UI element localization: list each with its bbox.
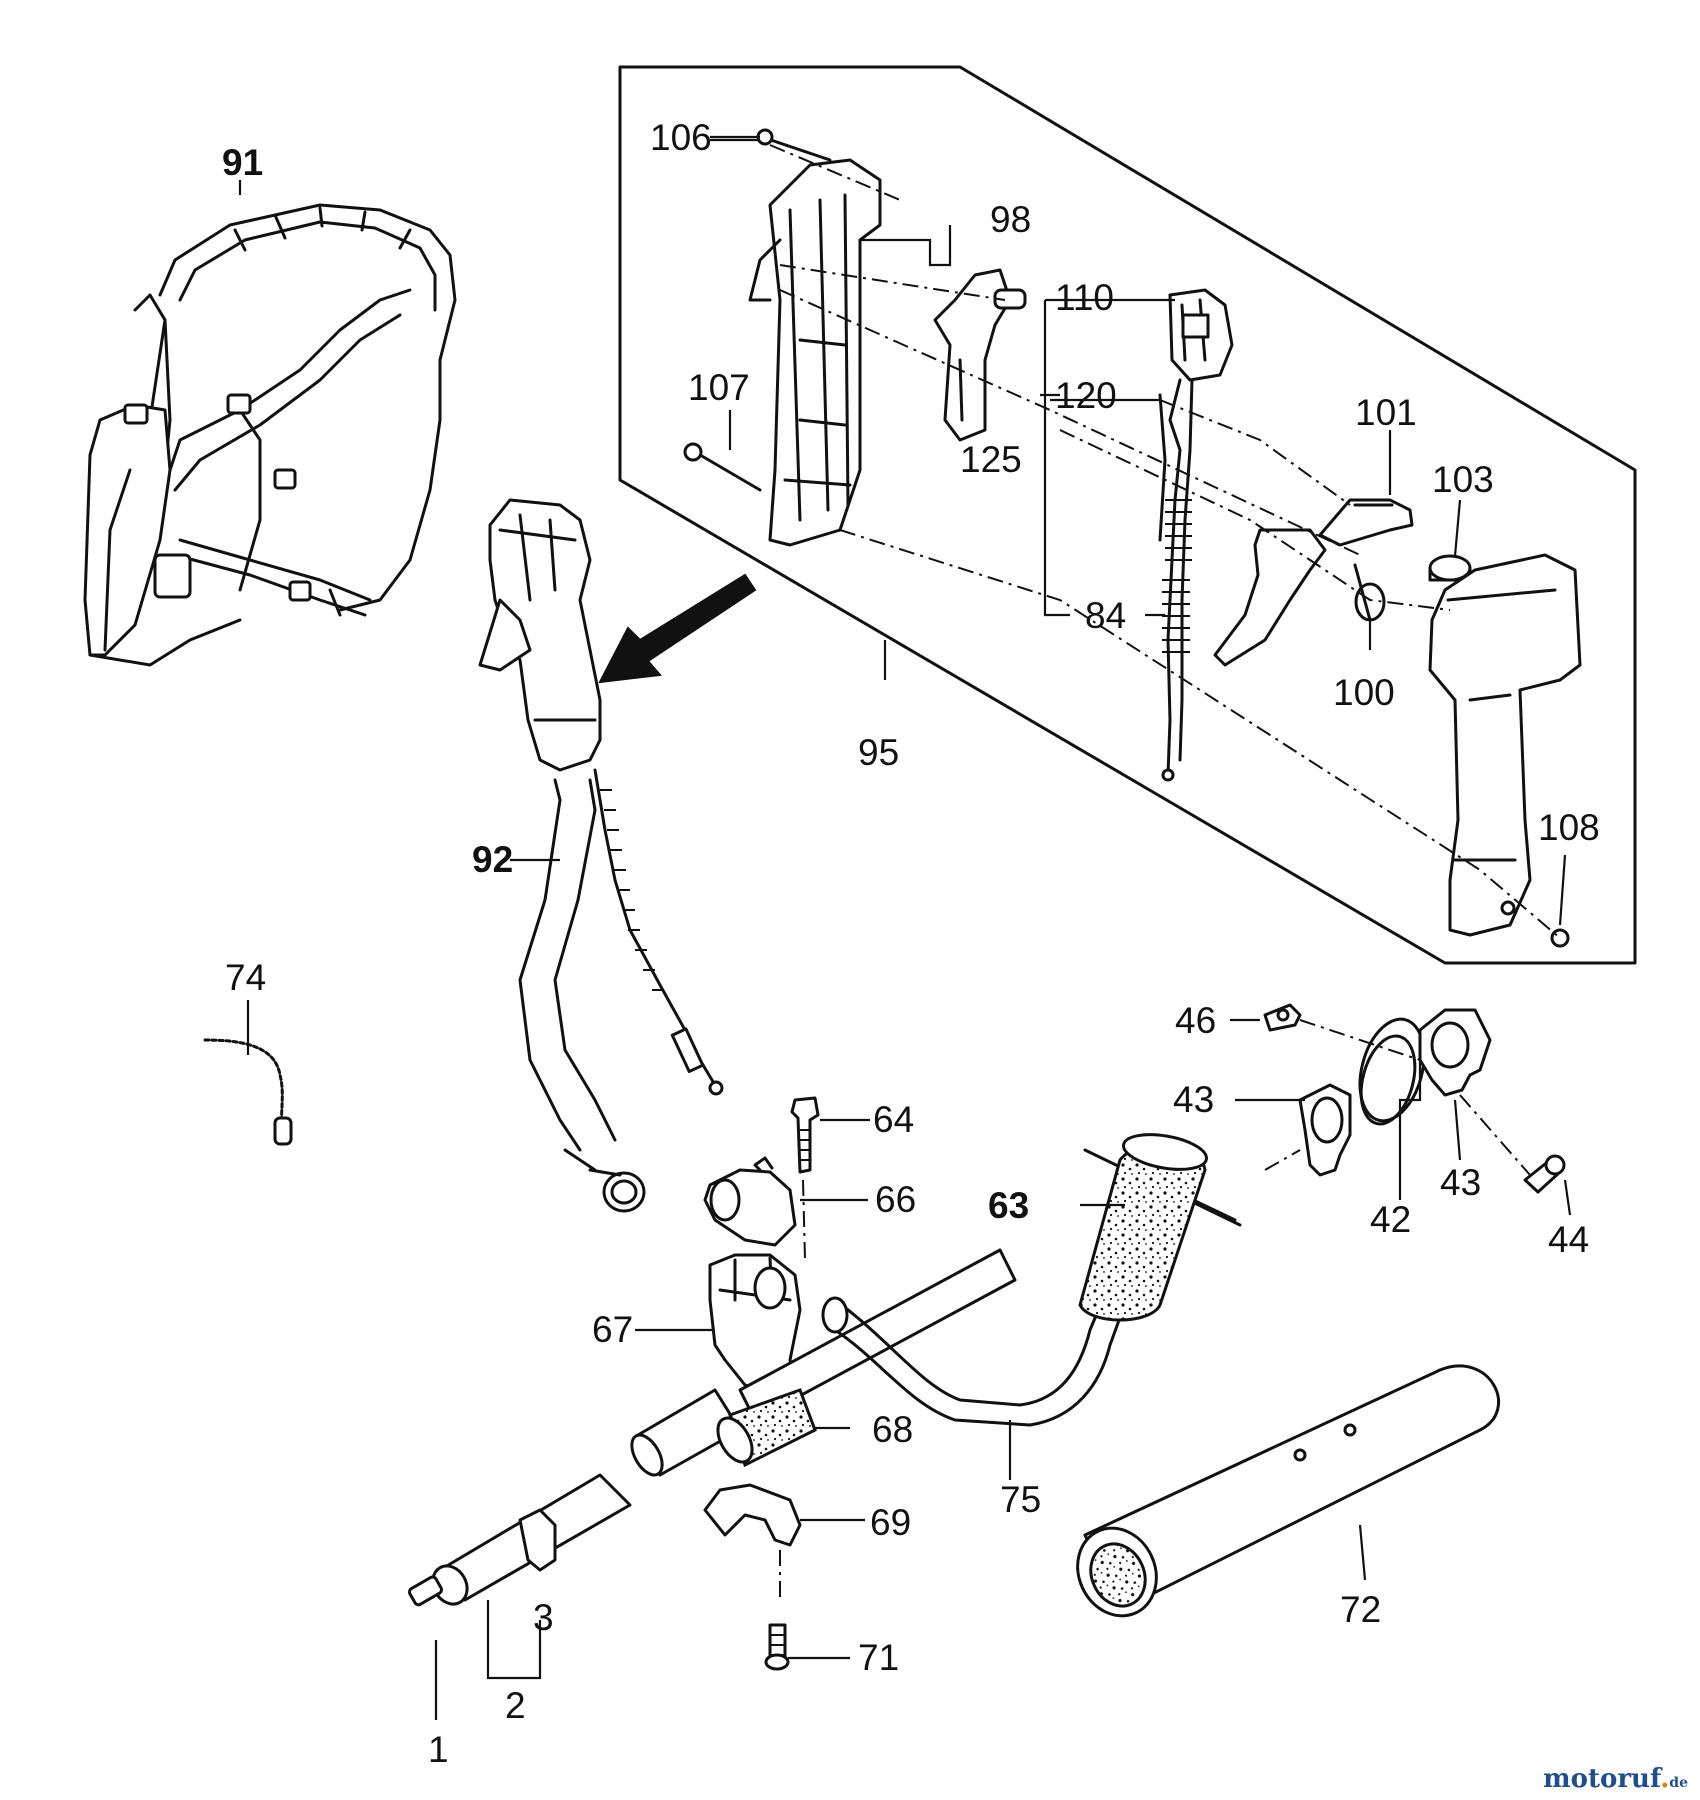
label-42: 42 xyxy=(1370,1199,1411,1240)
bolt-71 xyxy=(764,1623,790,1671)
watermark-tld: de xyxy=(1669,1775,1688,1791)
label-95: 95 xyxy=(858,732,899,773)
label-107: 107 xyxy=(688,367,750,408)
drive-shaft-1-3 xyxy=(407,1473,632,1607)
label-67: 67 xyxy=(592,1309,633,1350)
throttle-handle-92 xyxy=(478,498,646,1213)
label-98: 98 xyxy=(990,199,1031,240)
clamp-66 xyxy=(703,1156,797,1247)
loop-handle-75 xyxy=(821,1133,1242,1427)
kit-95-frame xyxy=(618,65,1637,965)
label-69: 69 xyxy=(870,1502,911,1543)
cable-tie-74 xyxy=(203,1038,293,1146)
harness-91 xyxy=(83,203,457,667)
label-72: 72 xyxy=(1340,1589,1381,1630)
label-103: 103 xyxy=(1432,459,1494,500)
label-120: 120 xyxy=(1055,375,1117,416)
label-43b: 43 xyxy=(1440,1162,1481,1203)
bolt-44 xyxy=(1523,1154,1566,1194)
switch-110 xyxy=(1168,288,1234,382)
label-46: 46 xyxy=(1175,1000,1216,1041)
label-63: 63 xyxy=(988,1185,1029,1226)
label-125: 125 xyxy=(960,439,1022,480)
bolt-64 xyxy=(790,1096,820,1174)
label-75: 75 xyxy=(1000,1479,1041,1520)
wiring-84 xyxy=(1158,378,1194,782)
label-106: 106 xyxy=(650,117,712,158)
label-84: 84 xyxy=(1085,595,1126,636)
label-91: 91 xyxy=(222,142,263,183)
button-103 xyxy=(1428,554,1472,582)
label-64: 64 xyxy=(873,1099,914,1140)
label-100: 100 xyxy=(1333,672,1395,713)
throttle-cable xyxy=(593,768,724,1096)
handle-housing-left xyxy=(748,158,882,547)
label-44: 44 xyxy=(1548,1219,1589,1260)
label-110: 110 xyxy=(1055,277,1114,318)
watermark-logo: motoruf.de xyxy=(1543,1764,1688,1794)
cover-tube-72 xyxy=(1076,1364,1500,1618)
label-92: 92 xyxy=(472,839,513,880)
trigger-lever-98 xyxy=(933,268,1027,442)
label-66: 66 xyxy=(875,1179,916,1220)
label-2: 2 xyxy=(505,1685,526,1726)
assembly-arrow xyxy=(598,573,757,684)
watermark-dot: . xyxy=(1660,1764,1670,1794)
clamp-69 xyxy=(703,1483,802,1547)
shaft-tube xyxy=(630,1248,1017,1477)
label-3: 3 xyxy=(533,1597,554,1638)
label-108: 108 xyxy=(1538,807,1600,848)
label-71: 71 xyxy=(858,1637,899,1678)
clamp-43-right xyxy=(1418,1008,1492,1097)
grip-sleeve-68 xyxy=(716,1388,817,1468)
label-74: 74 xyxy=(225,957,266,998)
handle-housing-right xyxy=(1428,553,1582,948)
label-101: 101 xyxy=(1355,392,1417,433)
label-43a: 43 xyxy=(1173,1079,1214,1120)
watermark-name: motoruf xyxy=(1543,1764,1661,1794)
label-68: 68 xyxy=(872,1409,913,1450)
washer-46 xyxy=(1263,1003,1302,1032)
screw-107 xyxy=(683,442,762,492)
label-1: 1 xyxy=(428,1729,449,1770)
clamp-43-left xyxy=(1298,1083,1352,1177)
lever-101 xyxy=(1318,498,1414,547)
screw-106 xyxy=(756,128,832,162)
leader-lines xyxy=(238,135,1572,1720)
throttle-trigger-100 xyxy=(1213,528,1386,667)
